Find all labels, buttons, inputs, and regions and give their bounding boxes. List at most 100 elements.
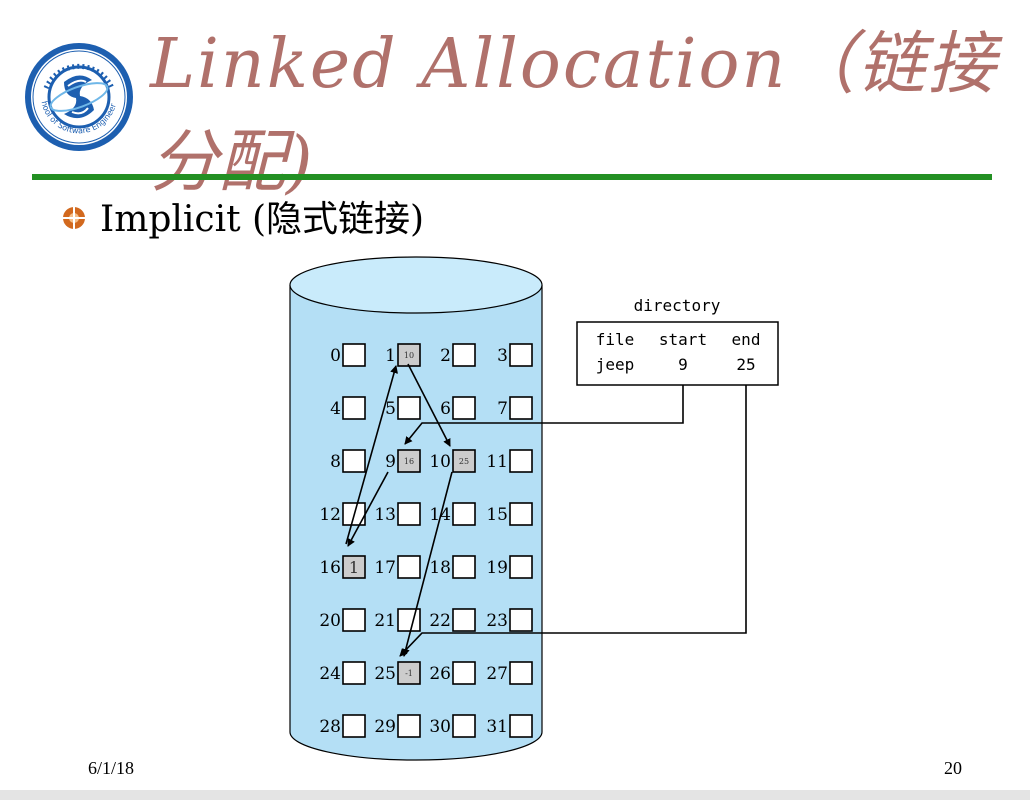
block-number-label: 4 — [330, 399, 341, 419]
block-number-label: 19 — [486, 558, 508, 578]
footer-date: 6/1/18 — [88, 758, 135, 778]
block-number-label: 21 — [374, 611, 396, 631]
free-block-box — [509, 449, 533, 473]
disk-block-19: 19 — [486, 555, 533, 579]
disk-block-0: 0 — [330, 343, 366, 367]
block-number-label: 12 — [319, 505, 341, 525]
block-pointer-value: 25 — [459, 457, 469, 466]
directory-header-file: file — [596, 330, 635, 349]
disk-block-23: 23 — [486, 608, 533, 632]
link-16-to-1 — [345, 365, 398, 545]
block-number-label: 31 — [486, 717, 508, 737]
allocated-block-box — [397, 661, 421, 685]
disk-block-11: 11 — [486, 449, 533, 473]
block-number-label: 6 — [440, 399, 451, 419]
directory-header-start: start — [659, 330, 707, 349]
block-number-label: 15 — [486, 505, 508, 525]
allocated-block-box — [452, 449, 476, 473]
free-block-box — [509, 661, 533, 685]
link-1-to-10 — [407, 363, 451, 447]
free-block-box — [452, 502, 476, 526]
free-block-box — [452, 661, 476, 685]
block-number-label: 22 — [429, 611, 451, 631]
block-number-label: 26 — [429, 664, 451, 684]
block-number-label: 30 — [429, 717, 451, 737]
block-number-label: 24 — [319, 664, 341, 684]
block-number-label: 28 — [319, 717, 341, 737]
disk-block-30: 30 — [429, 714, 476, 738]
block-number-label: 10 — [429, 452, 451, 472]
bullet-implicit: Implicit (隐式链接) — [100, 199, 425, 240]
block-pointer-value: 16 — [404, 457, 414, 466]
disk-block-25: 25 -1 — [374, 661, 421, 685]
disk-block-15: 15 — [486, 502, 533, 526]
free-block-box — [342, 449, 366, 473]
disk-block-2: 2 — [440, 343, 476, 367]
block-pointer-value: -1 — [405, 669, 413, 678]
disk-block-31: 31 — [486, 714, 533, 738]
free-block-box — [397, 608, 421, 632]
block-number-label: 13 — [374, 505, 396, 525]
bullet-icon — [63, 207, 85, 229]
start-pointer-arrow — [404, 385, 684, 445]
block-pointer-value: 1 — [349, 558, 359, 577]
block-number-label: 16 — [319, 558, 341, 578]
free-block-box — [397, 502, 421, 526]
block-number-label: 1 — [385, 346, 396, 366]
bottom-strip — [0, 790, 1030, 800]
block-number-label: 11 — [486, 452, 508, 472]
directory-file-jeep: jeep — [596, 355, 635, 374]
disk-block-20: 20 — [319, 608, 366, 632]
free-block-box — [452, 608, 476, 632]
free-block-box — [342, 714, 366, 738]
allocated-block-box — [397, 449, 421, 473]
disk-block-17: 17 — [374, 555, 421, 579]
link-10-to-25 — [401, 471, 453, 657]
disk-block-24: 24 — [319, 661, 366, 685]
block-number-label: 17 — [374, 558, 396, 578]
directory-box — [576, 321, 779, 386]
block-number-label: 3 — [497, 346, 508, 366]
free-block-box — [342, 608, 366, 632]
free-block-box — [397, 714, 421, 738]
disk-block-1: 1 10 — [385, 343, 421, 367]
free-block-box — [342, 661, 366, 685]
disk-block-5: 5 — [385, 396, 421, 420]
title-divider — [32, 174, 992, 180]
disk-block-8: 8 — [330, 449, 366, 473]
block-number-label: 20 — [319, 611, 341, 631]
disk-block-6: 6 — [440, 396, 476, 420]
free-block-box — [397, 555, 421, 579]
block-number-label: 25 — [374, 664, 396, 684]
disk-block-4: 4 — [330, 396, 366, 420]
disk-block-29: 29 — [374, 714, 421, 738]
free-block-box — [509, 555, 533, 579]
free-block-box — [509, 608, 533, 632]
allocated-block-box — [342, 555, 366, 579]
free-block-box — [509, 714, 533, 738]
disk-block-7: 7 — [497, 396, 533, 420]
end-pointer-arrow — [399, 385, 747, 657]
disk-block-3: 3 — [497, 343, 533, 367]
block-number-label: 27 — [486, 664, 508, 684]
directory-end-value: 25 — [736, 355, 755, 374]
free-block-box — [397, 396, 421, 420]
block-number-label: 0 — [330, 346, 341, 366]
block-number-label: 7 — [497, 399, 508, 419]
block-number-label: 23 — [486, 611, 508, 631]
slide-title-line-1: Linked Allocation（链接 — [150, 25, 998, 104]
disk-block-28: 28 — [319, 714, 366, 738]
disk-block-16: 16 1 — [319, 555, 366, 579]
block-pointer-value: 10 — [404, 351, 414, 360]
disk-block-27: 27 — [486, 661, 533, 685]
block-number-label: 18 — [429, 558, 451, 578]
free-block-box — [342, 396, 366, 420]
free-block-box — [509, 396, 533, 420]
free-block-box — [509, 502, 533, 526]
block-number-label: 8 — [330, 452, 341, 472]
free-block-box — [452, 396, 476, 420]
